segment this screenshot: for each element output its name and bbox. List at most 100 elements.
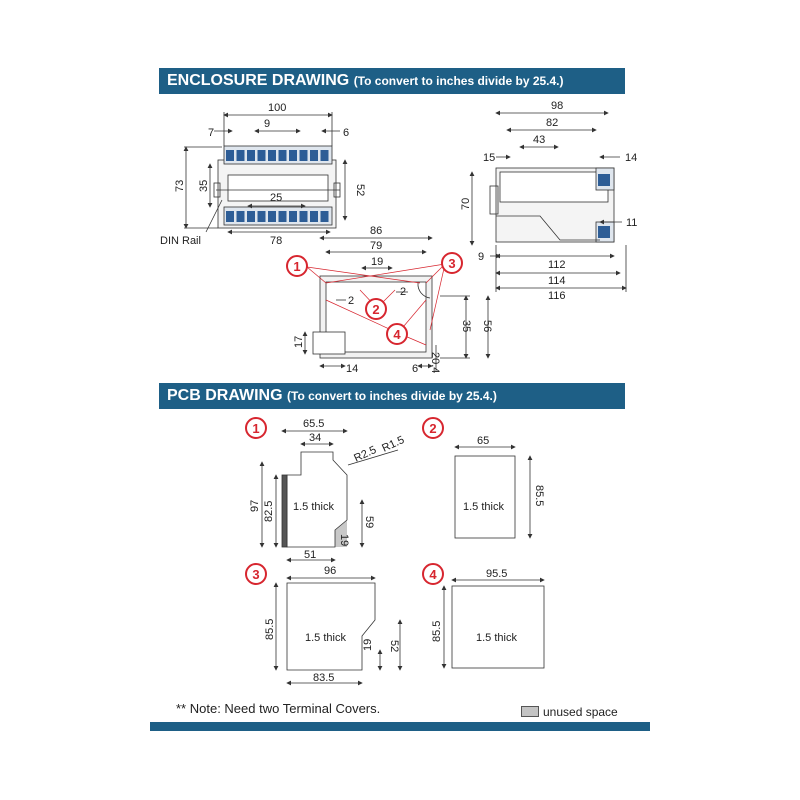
legend: unused space bbox=[521, 705, 618, 719]
terminal-screw bbox=[310, 150, 318, 161]
marker-1: 1 bbox=[286, 255, 308, 277]
pcb-header: PCB DRAWING (To convert to inches divide… bbox=[159, 383, 625, 409]
side-dim-112: 112 bbox=[548, 259, 566, 271]
pcb4-width: 95.5 bbox=[486, 568, 507, 580]
pcb2-outline bbox=[454, 455, 516, 539]
svg-text:3: 3 bbox=[252, 567, 259, 582]
side-dim-98: 98 bbox=[551, 100, 563, 112]
pcb3-h19: 19 bbox=[362, 639, 374, 651]
terminal-screw bbox=[320, 211, 329, 222]
svg-text:1: 1 bbox=[252, 421, 259, 436]
din-rail-label: DIN Rail bbox=[160, 235, 201, 247]
top-dim-2b: 2 bbox=[400, 286, 406, 298]
marker-3: 3 bbox=[441, 252, 463, 274]
side-dim-82: 82 bbox=[546, 117, 558, 129]
svg-text:3: 3 bbox=[448, 256, 455, 271]
terminal-screw bbox=[236, 150, 245, 161]
pcb1-h97: 97 bbox=[249, 500, 261, 512]
front-dim-6: 6 bbox=[343, 127, 349, 139]
terminal-screw bbox=[268, 150, 276, 161]
terminal-screw bbox=[278, 211, 287, 222]
terminal-screw bbox=[257, 150, 266, 161]
pcb4-thick: 1.5 thick bbox=[476, 632, 517, 644]
pcb2-thick: 1.5 thick bbox=[463, 501, 504, 513]
pcb1-w51: 51 bbox=[304, 549, 316, 561]
terminal-screw bbox=[289, 150, 297, 161]
enclosure-title: ENCLOSURE DRAWING bbox=[167, 72, 350, 89]
pcb1-outline bbox=[281, 451, 348, 548]
top-dim-2a: 2 bbox=[348, 295, 354, 307]
pcb2-height: 85.5 bbox=[533, 485, 545, 506]
terminal-screw bbox=[268, 211, 276, 222]
front-dim-78: 78 bbox=[270, 235, 282, 247]
side-dim-70: 70 bbox=[460, 198, 472, 210]
pcb3-height: 85.5 bbox=[264, 619, 276, 640]
top-dim-56: 56 bbox=[481, 320, 493, 332]
terminal-screw bbox=[236, 211, 245, 222]
front-dim-35: 35 bbox=[198, 180, 210, 192]
terminal-screw bbox=[247, 211, 255, 222]
svg-text:4: 4 bbox=[429, 567, 437, 582]
pcb1-r2-5: R2.5 bbox=[352, 444, 378, 465]
pcb1-h59: 59 bbox=[363, 516, 375, 528]
pcb3-outline bbox=[286, 582, 376, 671]
terminal-screw bbox=[598, 226, 610, 238]
enclosure-subtitle: (To convert to inches divide by 25.4.) bbox=[353, 74, 564, 88]
top-dim-19: 19 bbox=[371, 256, 383, 268]
terminal-screw bbox=[289, 211, 297, 222]
pcb1-width: 65.5 bbox=[303, 418, 324, 430]
terminal-screw bbox=[310, 211, 318, 222]
front-dim-9: 9 bbox=[264, 118, 270, 130]
svg-text:2: 2 bbox=[429, 421, 436, 436]
pcb1-top: 34 bbox=[309, 432, 321, 444]
svg-text:4: 4 bbox=[393, 327, 401, 342]
terminal-screw bbox=[299, 211, 308, 222]
pcb-marker-2: 2 bbox=[422, 417, 444, 439]
side-view bbox=[489, 167, 615, 243]
front-dim-7: 7 bbox=[208, 127, 214, 139]
pcb3-width: 96 bbox=[324, 565, 336, 577]
marker-4: 4 bbox=[386, 323, 408, 345]
terminal-screw bbox=[226, 150, 234, 161]
top-dim-86: 86 bbox=[370, 225, 382, 237]
front-dim-73: 73 bbox=[174, 180, 186, 192]
pcb-title: PCB DRAWING bbox=[167, 387, 283, 404]
terminal-screw bbox=[278, 150, 287, 161]
pcb2-width: 65 bbox=[477, 435, 489, 447]
terminal-cover-note: ** Note: Need two Terminal Covers. bbox=[176, 701, 381, 716]
terminal-screw bbox=[226, 211, 234, 222]
pcb3-thick: 1.5 thick bbox=[305, 632, 346, 644]
pcb1-thick: 1.5 thick bbox=[293, 501, 334, 513]
top-dim-20-4: 20.4 bbox=[429, 352, 441, 373]
pcb1-h82-5: 82.5 bbox=[263, 501, 275, 522]
pcb4-outline bbox=[451, 585, 545, 669]
front-dim-25: 25 bbox=[270, 192, 282, 204]
side-dim-114: 114 bbox=[548, 275, 566, 287]
pcb4-height: 85.5 bbox=[431, 621, 443, 642]
top-dim-17: 17 bbox=[293, 336, 305, 348]
terminal-screw bbox=[299, 150, 308, 161]
enclosure-header: ENCLOSURE DRAWING (To convert to inches … bbox=[159, 68, 625, 94]
side-dim-14: 14 bbox=[625, 152, 637, 164]
svg-text:2: 2 bbox=[372, 302, 379, 317]
side-dim-9: 9 bbox=[478, 251, 484, 263]
terminal-blocks bbox=[226, 150, 610, 238]
side-dim-11: 11 bbox=[626, 217, 637, 229]
svg-text:1: 1 bbox=[293, 259, 300, 274]
pcb-marker-4: 4 bbox=[422, 563, 444, 585]
front-dim-52: 52 bbox=[354, 184, 366, 196]
terminal-screw bbox=[320, 150, 329, 161]
pcb3-w83-5: 83.5 bbox=[313, 672, 334, 684]
top-dim-6: 6 bbox=[412, 363, 418, 375]
footer-bar bbox=[150, 722, 650, 731]
terminal-screw bbox=[247, 150, 255, 161]
front-dim-100: 100 bbox=[268, 102, 286, 114]
unused-space-swatch bbox=[521, 706, 539, 717]
pcb1-h19: 19 bbox=[338, 534, 350, 546]
top-dim-35: 35 bbox=[460, 320, 472, 332]
pcb-subtitle: (To convert to inches divide by 25.4.) bbox=[287, 389, 497, 403]
side-dim-15: 15 bbox=[483, 152, 495, 164]
side-dim-116: 116 bbox=[548, 290, 566, 302]
pcb-marker-1: 1 bbox=[245, 417, 267, 439]
